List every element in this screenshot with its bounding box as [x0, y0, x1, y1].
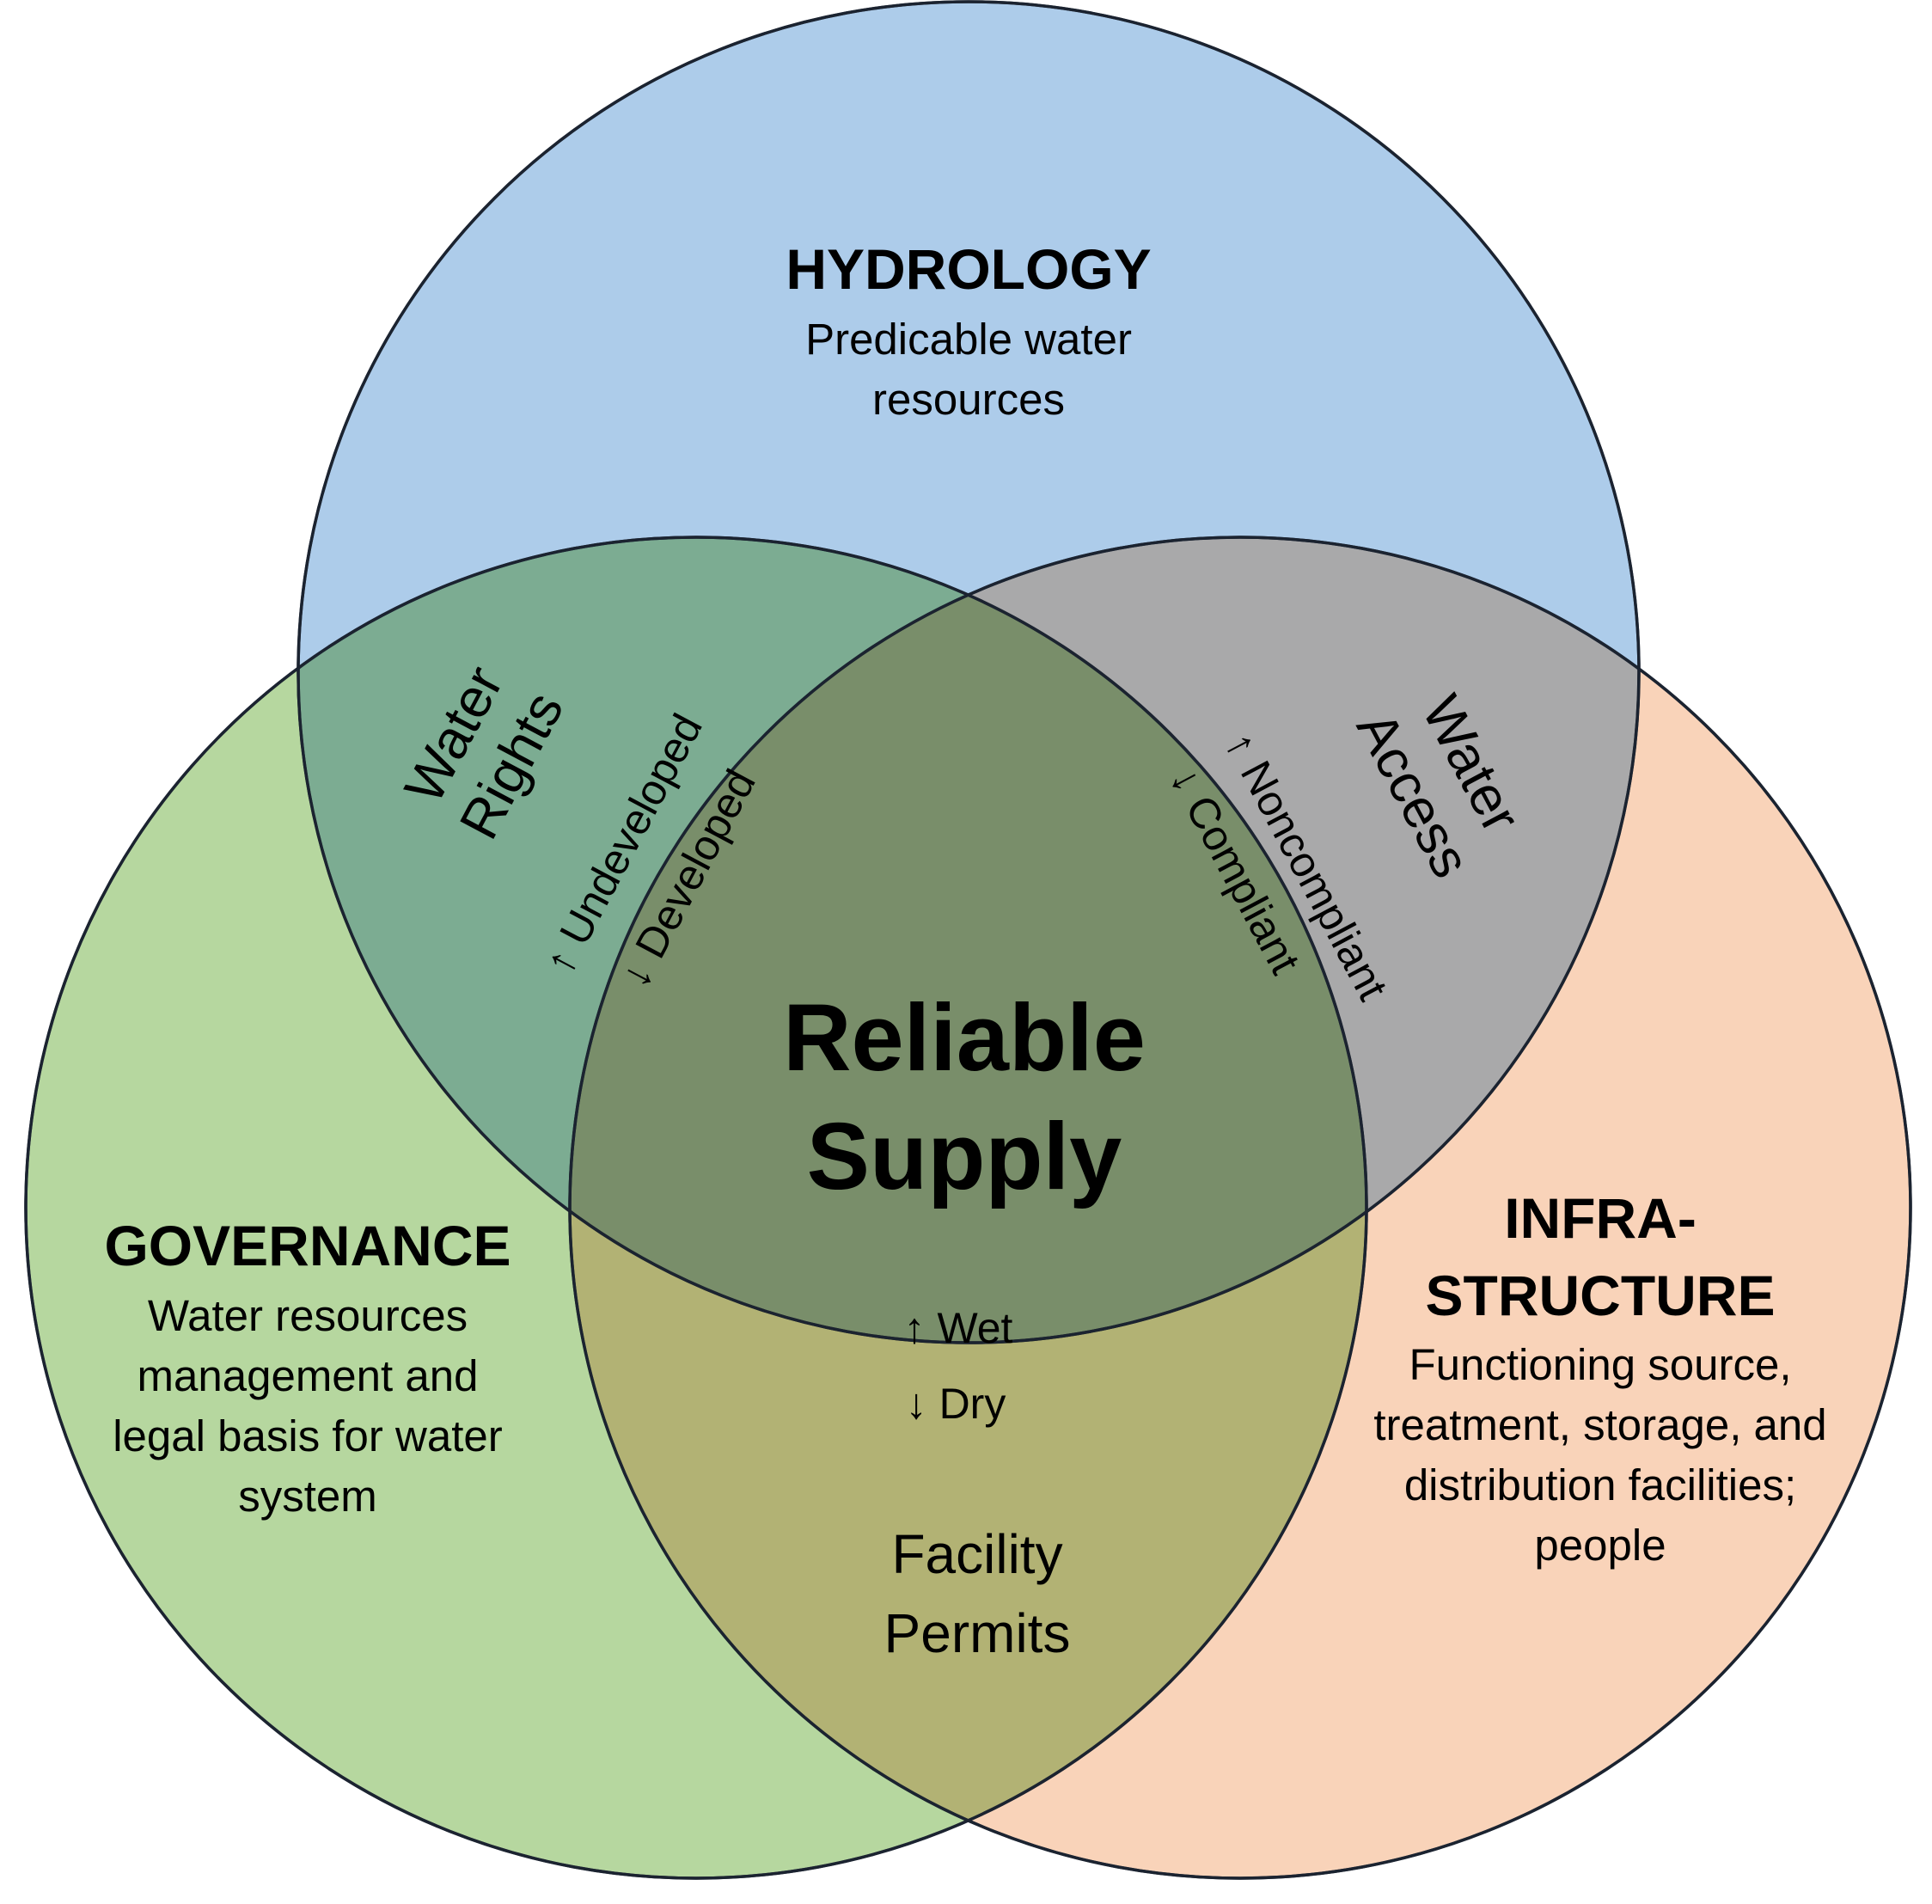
- hydrology-desc-line: Predicable water: [805, 315, 1132, 364]
- governance-desc-line: Water resources: [148, 1291, 468, 1340]
- infrastructure-desc-line: people: [1534, 1521, 1666, 1570]
- infrastructure-desc-line: Functioning source,: [1409, 1340, 1791, 1389]
- venn-outlines: [24, 0, 1912, 1880]
- hydrology-outline: [297, 0, 1641, 1344]
- hydrology-section: HYDROLOGY Predicable water resources: [786, 237, 1151, 424]
- infrastructure-title-line: STRUCTURE: [1426, 1264, 1776, 1327]
- governance-outline: [24, 536, 1368, 1880]
- governance-desc-line: management and: [138, 1351, 479, 1400]
- facility-permits-label-line: Permits: [884, 1602, 1071, 1664]
- governance-title: GOVERNANCE: [104, 1214, 511, 1277]
- venn-circles: [24, 0, 1912, 1880]
- facility-permits-wet: ↑ Wet: [904, 1304, 1013, 1352]
- facility-permits-dry: ↓ Dry: [906, 1380, 1006, 1428]
- infrastructure-desc-line: distribution facilities;: [1404, 1460, 1796, 1509]
- infrastructure-desc-line: treatment, storage, and: [1373, 1400, 1826, 1449]
- facility-permits-section: ↑ Wet ↓ Dry Facility Permits: [884, 1304, 1071, 1664]
- governance-desc-line: system: [238, 1472, 377, 1521]
- center-section: Reliable Supply: [783, 985, 1146, 1209]
- hydrology-title: HYDROLOGY: [786, 237, 1151, 301]
- governance-section: GOVERNANCE Water resources management an…: [104, 1214, 511, 1521]
- center-title-line: Supply: [807, 1104, 1122, 1209]
- governance-desc-line: legal basis for water: [113, 1411, 503, 1460]
- center-title-line: Reliable: [783, 985, 1146, 1091]
- hydrology-desc-line: resources: [872, 375, 1065, 424]
- facility-permits-label-line: Facility: [891, 1523, 1062, 1585]
- infrastructure-section: INFRA- STRUCTURE Functioning source, tre…: [1373, 1186, 1826, 1570]
- infrastructure-outline: [568, 536, 1912, 1880]
- infrastructure-title-line: INFRA-: [1504, 1186, 1697, 1250]
